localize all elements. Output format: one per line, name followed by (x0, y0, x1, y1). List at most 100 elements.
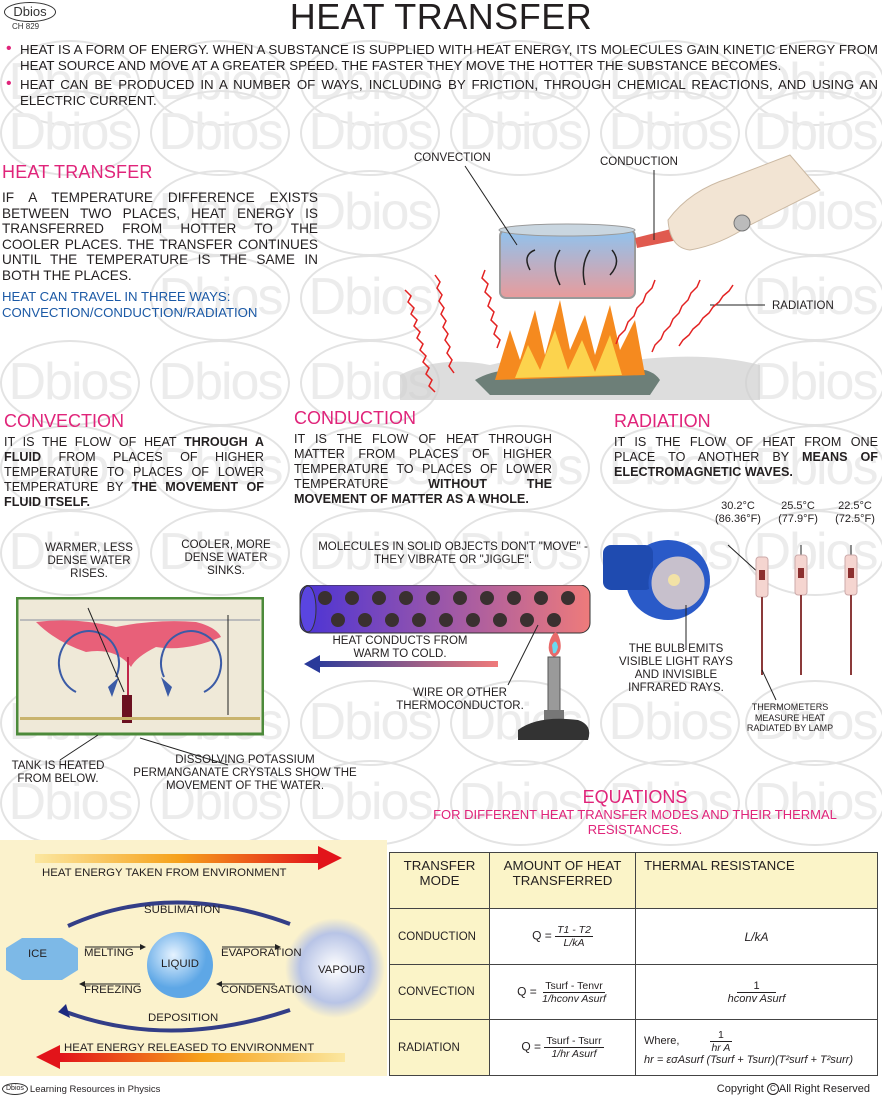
chart-code: CH 829 (12, 22, 40, 31)
convection-emphasis: THE MOVEMENT OF FLUID ITSELF. (4, 480, 264, 509)
hr-formula: hr = εσAsurf (Tsurf + Tsurr)(T²surf + T²… (644, 1053, 853, 1066)
label-tank-heated: TANK IS HEATED FROM BELOW. (11, 760, 105, 785)
header-amount: AMOUNT OF HEAT TRANSFERRED (489, 852, 636, 909)
footer-left: Dbios Learning Resources in Physics (2, 1083, 160, 1095)
label-thermometers: THERMOMETERS MEASURE HEAT RADIATED BY LA… (746, 702, 834, 733)
resistance-cell: Where, 1 hr A hr = εσAsurf (Tsurf + Tsur… (635, 1019, 878, 1076)
brand-logo: Dbios (4, 2, 56, 22)
label-evaporation: EVAPORATION (221, 947, 302, 959)
thermometer-reading-1: 30.2°C (86.36°F) (706, 500, 770, 526)
numerator: 1 (709, 1029, 732, 1042)
fraction: 1 hconv Asurf (726, 980, 788, 1005)
intro-bullets: Heat is a form of energy. When a substan… (6, 41, 878, 112)
bullet-item: Heat is a form of energy. When a substan… (6, 41, 878, 74)
copyright-text: All Right Reserved (778, 1083, 870, 1095)
numerator: Tsurf - Tenvr (543, 979, 605, 993)
metal-rod-icon (299, 584, 591, 740)
watermark-logo: Dbios (150, 340, 290, 426)
denominator: 1/hr Asurf (551, 1048, 597, 1060)
label-heat-released: HEAT ENERGY RELEASED TO ENVIRONMENT (64, 1042, 315, 1054)
reading-fahrenheit: (77.9°F) (778, 513, 818, 525)
intro-body: IF A TEMPERATURE DIFFERENCE EXISTS BETWE… (2, 190, 318, 283)
label-molecules: MOLECULES IN SOLID OBJECTS DON'T "MOVE" … (318, 541, 588, 566)
page-title: HEAT TRANSFER (289, 0, 593, 37)
three-ways-line1: HEAT CAN TRAVEL IN THREE WAYS: (2, 289, 231, 304)
q-formula-cell: Q = Tsurf - Tenvr 1/hconv Asurf (489, 964, 636, 1020)
heat-transfer-illustration: CONVECTION CONDUCTION RADIATION (400, 150, 882, 400)
radiation-emphasis: MEANS OF ELECTROMAGNETIC WAVES. (614, 450, 879, 479)
label-deposition: DEPOSITION (148, 1012, 219, 1024)
reading-celsius: 25.5°C (781, 500, 815, 512)
where-label: Where, (644, 1034, 680, 1047)
fraction: T1 - T2 L/kA (555, 924, 593, 949)
section-title-heat-transfer: HEAT TRANSFER (2, 162, 153, 182)
section-title-radiation: RADIATION (614, 411, 711, 431)
radiation-resistance-line: Where, 1 hr A (644, 1029, 877, 1054)
denominator: L/kA (563, 937, 585, 949)
label-wire: WIRE OR OTHER THERMOCONDUCTOR. (396, 687, 524, 712)
header-thermal-resistance: THERMAL RESISTANCE (635, 852, 878, 909)
water-tank-icon (15, 596, 265, 736)
conduction-description: IT IS THE FLOW OF HEAT THROUGH MATTER FR… (294, 432, 552, 507)
label-conduction: CONDUCTION (600, 156, 678, 168)
three-ways-line2: CONVECTION/CONDUCTION/RADIATION (2, 304, 258, 320)
label-vapour: VAPOUR (318, 964, 366, 976)
q-prefix: Q = (517, 984, 537, 999)
denominator: hconv Asurf (727, 992, 786, 1005)
copyright-word: Copyright (716, 1083, 764, 1095)
equations-table: TRANSFER MODE AMOUNT OF HEAT TRANSFERRED… (389, 852, 878, 1076)
phase-arrows-icon (6, 846, 385, 1069)
convection-description: IT IS THE FLOW OF HEAT THROUGH A FLUID F… (4, 435, 264, 510)
bullet-item: Heat can be produced in a number of ways… (6, 76, 878, 109)
thermometer-reading-3: 22.5°C (72.5°F) (828, 500, 882, 526)
equations-subtitle: FOR DIFFERENT HEAT TRANSFER MODES AND TH… (433, 807, 837, 837)
lamp-and-thermometers-icon (603, 540, 858, 701)
label-condensation: CONDENSATION (221, 984, 312, 996)
label-warmer-water: WARMER, LESS DENSE WATER RISES. (45, 542, 133, 580)
numerator: Tsurf - Tsurr (544, 1035, 604, 1048)
q-formula-cell: Q = T1 - T2 L/kA (489, 908, 636, 965)
pot-over-fire-icon (400, 154, 821, 400)
convection-text: IT IS THE FLOW OF HEAT (4, 435, 185, 449)
mode-cell: CONVECTION (389, 964, 490, 1020)
label-radiation: RADIATION (772, 300, 834, 312)
denominator: hr A (711, 1041, 731, 1054)
label-cooler-water: COOLER, MORE DENSE WATER SINKS. (181, 539, 271, 577)
three-ways-text: HEAT CAN TRAVEL IN THREE WAYS: CONVECTIO… (2, 289, 318, 320)
fraction: Tsurf - Tsurr 1/hr Asurf (544, 1035, 604, 1060)
numerator: 1 (737, 980, 776, 993)
table-row: CONDUCTION Q = T1 - T2 L/kA L/kA (389, 908, 878, 965)
q-prefix: Q = (532, 928, 552, 943)
numerator: T1 - T2 (555, 924, 593, 937)
fraction: 1 hr A (709, 1029, 732, 1054)
section-title-conduction: CONDUCTION (294, 408, 416, 428)
mode-cell: RADIATION (389, 1019, 490, 1076)
conduction-rod-illustration (298, 584, 598, 750)
convection-text: FROM PLACES OF HIGHER TEMPERATURE TO PLA… (4, 450, 264, 494)
label-bulb: THE BULB EMITS VISIBLE LIGHT RAYS AND IN… (619, 643, 733, 694)
label-heat-taken: HEAT ENERGY TAKEN FROM ENVIRONMENT (42, 867, 287, 879)
label-melting: MELTING (84, 947, 134, 959)
fraction: Tsurf - Tenvr 1/hconv Asurf (540, 980, 608, 1005)
footer-tagline: Learning Resources in Physics (29, 1083, 161, 1095)
label-permanganate: DISSOLVING POTASSIUM PERMANGANATE CRYSTA… (133, 754, 357, 792)
conduction-text: IT IS THE FLOW OF HEAT THROUGH MATTER FR… (294, 432, 552, 491)
convection-tank-illustration (15, 596, 265, 737)
thermometer-reading-2: 25.5°C (77.9°F) (770, 500, 826, 526)
equations-title: EQUATIONS (582, 787, 688, 807)
footer-logo: Dbios (2, 1083, 28, 1095)
label-convection: CONVECTION (414, 152, 491, 164)
reading-celsius: 22.5°C (838, 500, 872, 512)
mode-cell: CONDUCTION (389, 908, 490, 965)
copyright-icon: C (766, 1083, 779, 1096)
label-liquid: LIQUID (161, 958, 199, 970)
section-title-convection: CONVECTION (4, 411, 125, 431)
radiation-description: IT IS THE FLOW OF HEAT FROM ONE PLACE TO… (614, 435, 878, 480)
reading-fahrenheit: (72.5°F) (835, 513, 875, 525)
convection-emphasis: THROUGH A FLUID (4, 435, 264, 464)
q-formula-cell: Q = Tsurf - Tsurr 1/hr Asurf (489, 1019, 636, 1076)
resistance-cell: L/kA (635, 908, 878, 965)
table-row: CONVECTION Q = Tsurf - Tenvr 1/hconv Asu… (389, 964, 878, 1020)
denominator: 1/hconv Asurf (542, 992, 606, 1005)
